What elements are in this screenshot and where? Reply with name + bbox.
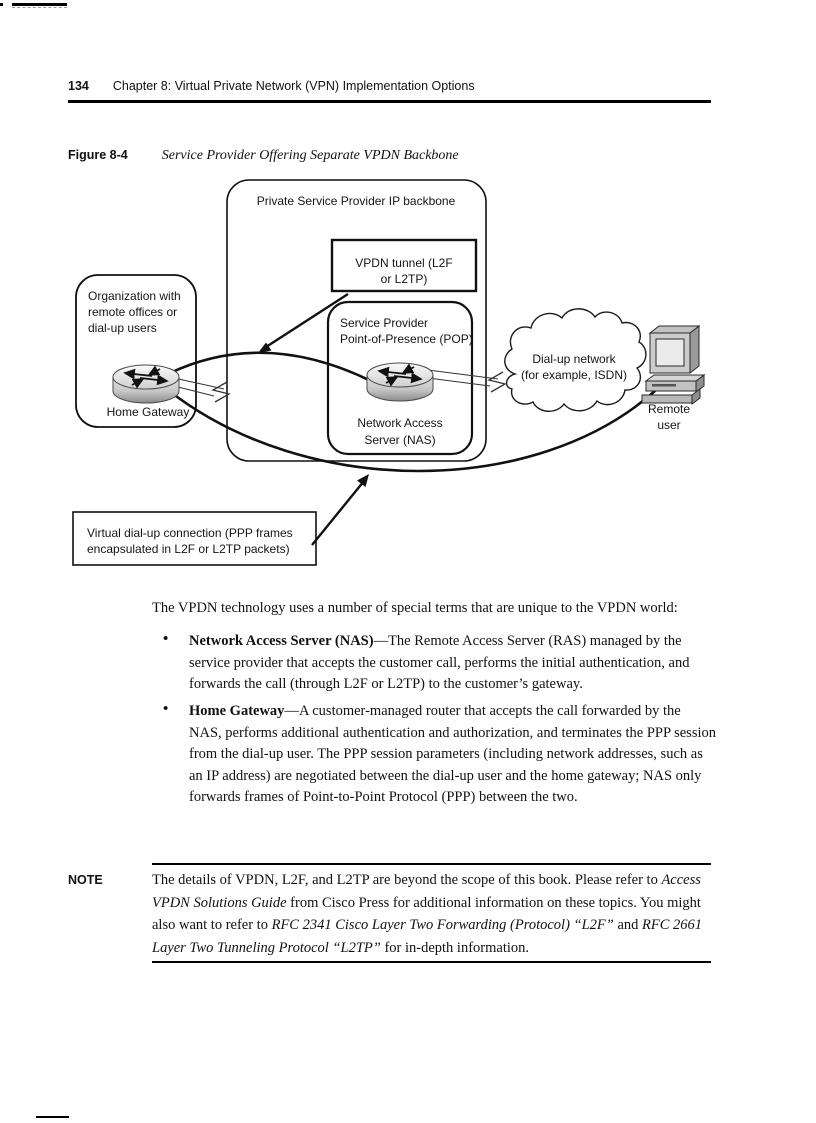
intro-paragraph: The VPDN technology uses a number of spe… [152,600,678,616]
page-number: 134 [68,79,89,93]
figure-label: Figure 8-4 [68,148,128,162]
note-rule-bottom [152,961,711,963]
figure-caption-text: Service Provider Offering Separate VPDN … [161,148,459,163]
chapter-title: Chapter 8: Virtual Private Network (VPN)… [112,79,475,93]
pop-label-line2: Point-of-Presence (POP) [340,332,473,346]
nas-router-icon [367,363,433,401]
computer-icon [641,324,706,405]
note-segment-italic: RFC 2341 Cisco Layer Two Forwarding (Pro… [271,917,614,933]
bullet-text: —The Remote Access Server (RAS) managed … [189,633,690,692]
note-label: NOTE [68,873,103,887]
home-gateway-router-icon [113,365,179,403]
pop-label-line1: Service Provider [340,316,428,330]
note-segment-italic: Access VPDN Solutions Guide [152,872,701,911]
note-segment-italic: RFC 2661 Layer Two Tunneling Protocol “L… [152,917,703,956]
note-segment: and [613,917,643,933]
backbone-label: Private Service Provider IP backbone [257,194,456,208]
dialup-cloud-label-line1: Dial-up network [532,352,616,366]
dialup-cloud-label-line2: (for example, ISDN) [521,368,627,382]
remote-user-label-line1: Remote [648,402,690,416]
bullet-marker: • [163,631,169,647]
note-segment: The details of VPDN, L2F, and L2TP are b… [152,872,662,888]
figure-caption: Figure 8-4 Service Provider Offering Sepa… [68,146,712,164]
bullet-text: —A customer-managed router that accepts … [189,703,716,805]
virtual-connection-box [72,511,317,566]
bullet-item-home-gateway: • Home Gateway—A customer-managed router… [163,701,716,809]
serial-link-zigzag-right-icon [427,369,507,393]
bullet-term: Home Gateway [189,703,285,719]
organization-label-line2: remote offices or [88,305,177,319]
vpdn-tunnel-curve [169,351,376,385]
organization-label-line3: dial-up users [88,321,157,335]
vpdn-tunnel-label-line1: VPDN tunnel (L2F [355,256,452,270]
registration-dash-top [12,7,67,8]
page-header: 134 Chapter 8: Virtual Private Network (V… [68,79,712,93]
note-text: The details of VPDN, L2F, and L2TP are b… [152,869,716,959]
registration-mark-top-corner [0,3,3,6]
vpdn-tunnel-box [330,238,478,293]
serial-link-zigzag-left-icon [173,377,231,403]
header-rule [68,100,711,103]
dialup-cloud-icon [504,308,647,412]
note-segment: from Cisco Press for additional informat… [152,894,701,934]
vpdn-tunnel-arrow [258,292,349,353]
vpdn-network-diagram: Private Service Provider IP backbone VPD… [72,179,706,566]
nas-label-line2: Server (NAS) [364,433,435,447]
bullet-term: Network Access Server (NAS) [189,633,374,649]
bullet-item-nas: • Network Access Server (NAS)—The Remote… [163,631,716,696]
virtual-connection-label-line2: encapsulated in L2F or L2TP packets) [87,542,290,556]
virtual-dialup-curve [167,388,657,473]
vpdn-tunnel-label-line2: or L2TP) [381,272,428,286]
registration-mark-top [12,3,67,6]
virtual-connection-label-line1: Virtual dial-up connection (PPP frames [87,526,293,540]
organization-label-line1: Organization with [88,289,181,303]
nas-label-line1: Network Access [357,416,442,430]
home-gateway-label: Home Gateway [107,405,190,419]
virtual-connection-arrow [311,474,369,546]
bullet-marker: • [163,701,169,717]
remote-user-label-line2: user [657,418,680,432]
registration-mark-bottom [36,1116,69,1118]
note-rule-top [152,863,711,865]
note-segment: for in-depth information. [380,939,530,956]
